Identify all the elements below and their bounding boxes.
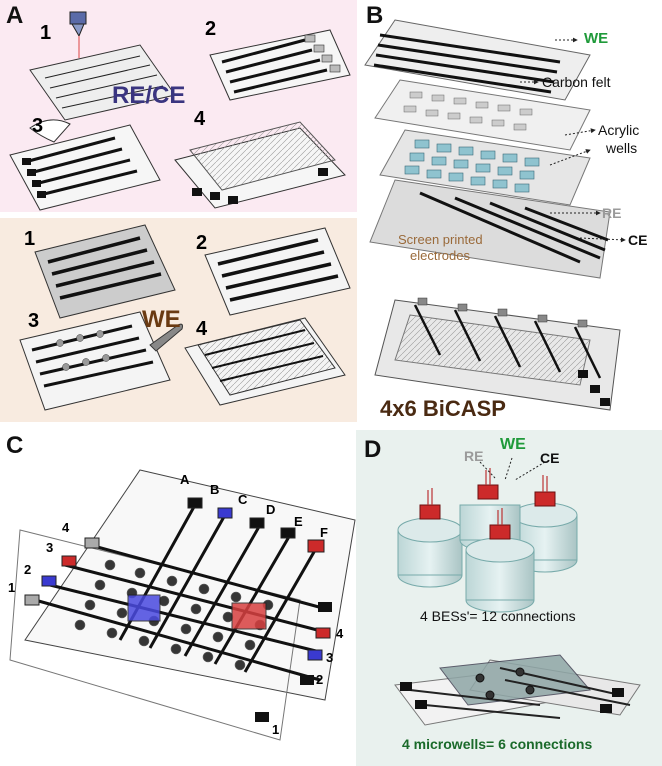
column-label-a: A: [180, 472, 190, 487]
label-screen-printed-line1: Screen printed: [398, 232, 483, 247]
row-label-left-1: 1: [8, 580, 16, 595]
acrylic-wells-layer: [379, 128, 596, 206]
row-label-left-2: 2: [24, 562, 32, 577]
bes-caption: 4 BESs'= 12 connections: [420, 608, 576, 624]
row-label-right-2: 2: [316, 672, 324, 687]
label-we: WE: [584, 30, 609, 47]
column-label-b: B: [210, 482, 220, 497]
screen-printed-layer: [369, 179, 626, 279]
label-carbon-felt: Carbon felt: [542, 74, 611, 90]
label-acrylic-line1: Acrylic: [598, 122, 640, 138]
label-re: RE: [602, 205, 622, 221]
recce-step-2-number: 2: [205, 18, 217, 40]
label-acrylic-line2: wells: [606, 140, 638, 156]
label-d-ce: CE: [540, 450, 560, 466]
we-title: WE: [142, 306, 181, 333]
recce-title: RE/CE: [112, 82, 186, 109]
we-step-3-number: 3: [28, 310, 40, 332]
recce-step-4-sheet: [174, 121, 346, 209]
assembled-bicasp: [374, 297, 621, 411]
row-label-right-3: 3: [326, 650, 334, 665]
pad-column-b-blue: [217, 507, 233, 519]
recce-step-1-sheet: [29, 11, 176, 121]
microwell-caption: 4 microwells= 6 connections: [402, 736, 593, 752]
row-label-right-4: 4: [336, 626, 344, 641]
label-d-we: WE: [500, 436, 526, 453]
panel-d-bes: [394, 457, 641, 726]
carbon-felt-layer: [374, 79, 591, 151]
we-step-1-number: 1: [24, 228, 36, 250]
row-label-left-4: 4: [62, 520, 70, 535]
panel-label-d: D: [364, 436, 382, 463]
we-step-4-number: 4: [196, 318, 208, 340]
panel-label-a: A: [6, 2, 24, 29]
label-d-re: RE: [464, 448, 484, 464]
row-label-right-1: 1: [272, 722, 280, 737]
microwell-device: [394, 654, 641, 726]
recce-step-3-sheet: [9, 119, 161, 211]
panel-a-we-steps: [19, 224, 351, 411]
panel-a-recce-steps: [9, 11, 351, 211]
we-step-3-sheet: [19, 311, 183, 411]
label-screen-printed-line2: electrodes: [410, 248, 470, 263]
column-label-c: C: [238, 492, 248, 507]
column-label-e: E: [294, 514, 303, 529]
column-label-d: D: [266, 502, 276, 517]
recce-step-4-number: 4: [194, 108, 206, 130]
we-step-2-number: 2: [196, 232, 208, 254]
we-step-1-sheet: [34, 224, 176, 319]
label-ce: CE: [628, 232, 648, 248]
panel-b-exploded-view: [364, 19, 626, 411]
highlight-well-red: [231, 602, 267, 630]
highlight-well-blue: [127, 594, 161, 622]
column-label-f: F: [320, 525, 328, 540]
panel-c-device: [9, 469, 356, 741]
recce-step-2-sheet: [209, 29, 351, 101]
bes-jars: [397, 457, 578, 613]
we-layer: [364, 19, 591, 101]
pad-column-f-red: [307, 539, 325, 553]
recce-step-1-number: 1: [40, 22, 52, 44]
panel-label-c: C: [6, 432, 24, 459]
we-step-4-sheet: [184, 317, 346, 406]
recce-step-3-number: 3: [32, 115, 44, 137]
row-label-left-3: 3: [46, 540, 54, 555]
bicasp-title: 4x6 BiCASP: [380, 396, 506, 421]
panel-label-b: B: [366, 2, 384, 29]
we-step-2-sheet: [204, 227, 351, 316]
